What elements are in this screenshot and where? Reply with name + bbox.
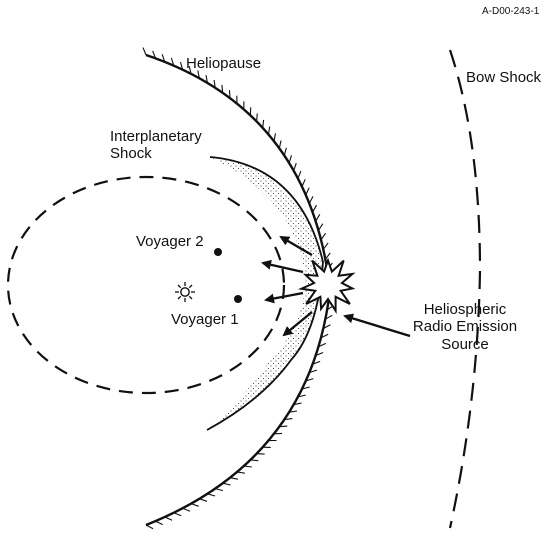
bow-shock-label: Bow Shock: [466, 69, 541, 86]
voyager-1-label: Voyager 1: [171, 311, 239, 328]
voyager-2-dot: [214, 248, 222, 256]
hatch-mark: [319, 224, 323, 231]
radio-source-label-line-3: Source: [404, 336, 526, 353]
hatch-mark: [263, 120, 264, 128]
hatch-mark: [302, 179, 305, 186]
termination-shock-ellipse: [8, 177, 284, 393]
figure-id: A-D00-243-1: [482, 6, 539, 18]
interplanetary-shock-label-line-1: Interplanetary: [110, 128, 202, 145]
hatch-mark: [156, 521, 163, 525]
hatch-mark: [230, 90, 231, 98]
hatch-mark: [143, 48, 146, 55]
hatch-mark: [257, 114, 258, 122]
hatch-mark: [323, 243, 328, 250]
heliopause-label: Heliopause: [186, 55, 261, 72]
hatch-mark: [250, 460, 258, 461]
hatch-mark: [230, 478, 238, 480]
hatch-mark: [284, 148, 286, 156]
heliopause-curve: [146, 55, 330, 525]
interplanetary-shock-label-line-2: Shock: [110, 145, 202, 162]
hatch-mark: [298, 171, 301, 178]
voyager-1-dot: [234, 295, 242, 303]
hatch-mark: [215, 489, 223, 491]
hatch-mark: [294, 163, 297, 171]
hatch-mark: [191, 504, 199, 507]
source-pointer-arrow: [345, 316, 410, 336]
hatch-mark: [223, 483, 231, 485]
hatch-mark: [321, 233, 326, 240]
hatch-mark: [174, 513, 181, 516]
hatch-mark: [146, 525, 153, 529]
hatch-mark: [313, 205, 317, 212]
radio-source-label-line-1: Heliospheric: [404, 301, 526, 318]
hatch-mark: [309, 196, 313, 203]
hatch-mark: [199, 499, 207, 502]
voyager-2-label: Voyager 2: [136, 233, 204, 250]
hatch-mark: [289, 155, 291, 163]
hatch-mark: [165, 517, 172, 520]
hatch-mark: [274, 133, 276, 141]
hatch-mark: [269, 127, 270, 135]
hatch-mark: [279, 426, 287, 427]
interplanetary-shock-label: Interplanetary Shock: [110, 128, 202, 163]
radio-source-label-line-2: Radio Emission: [404, 318, 526, 335]
bow-shock-curve: [450, 50, 480, 528]
hatch-mark: [316, 214, 320, 221]
radio-source-label: Heliospheric Radio Emission Source: [404, 301, 526, 353]
sun-icon: [175, 282, 195, 302]
hatch-mark: [237, 472, 245, 473]
hatch-mark: [207, 494, 215, 496]
hatch-mark: [279, 141, 281, 149]
hatch-mark: [306, 188, 309, 195]
hatch-mark: [183, 508, 190, 511]
hatch-mark: [244, 466, 252, 467]
